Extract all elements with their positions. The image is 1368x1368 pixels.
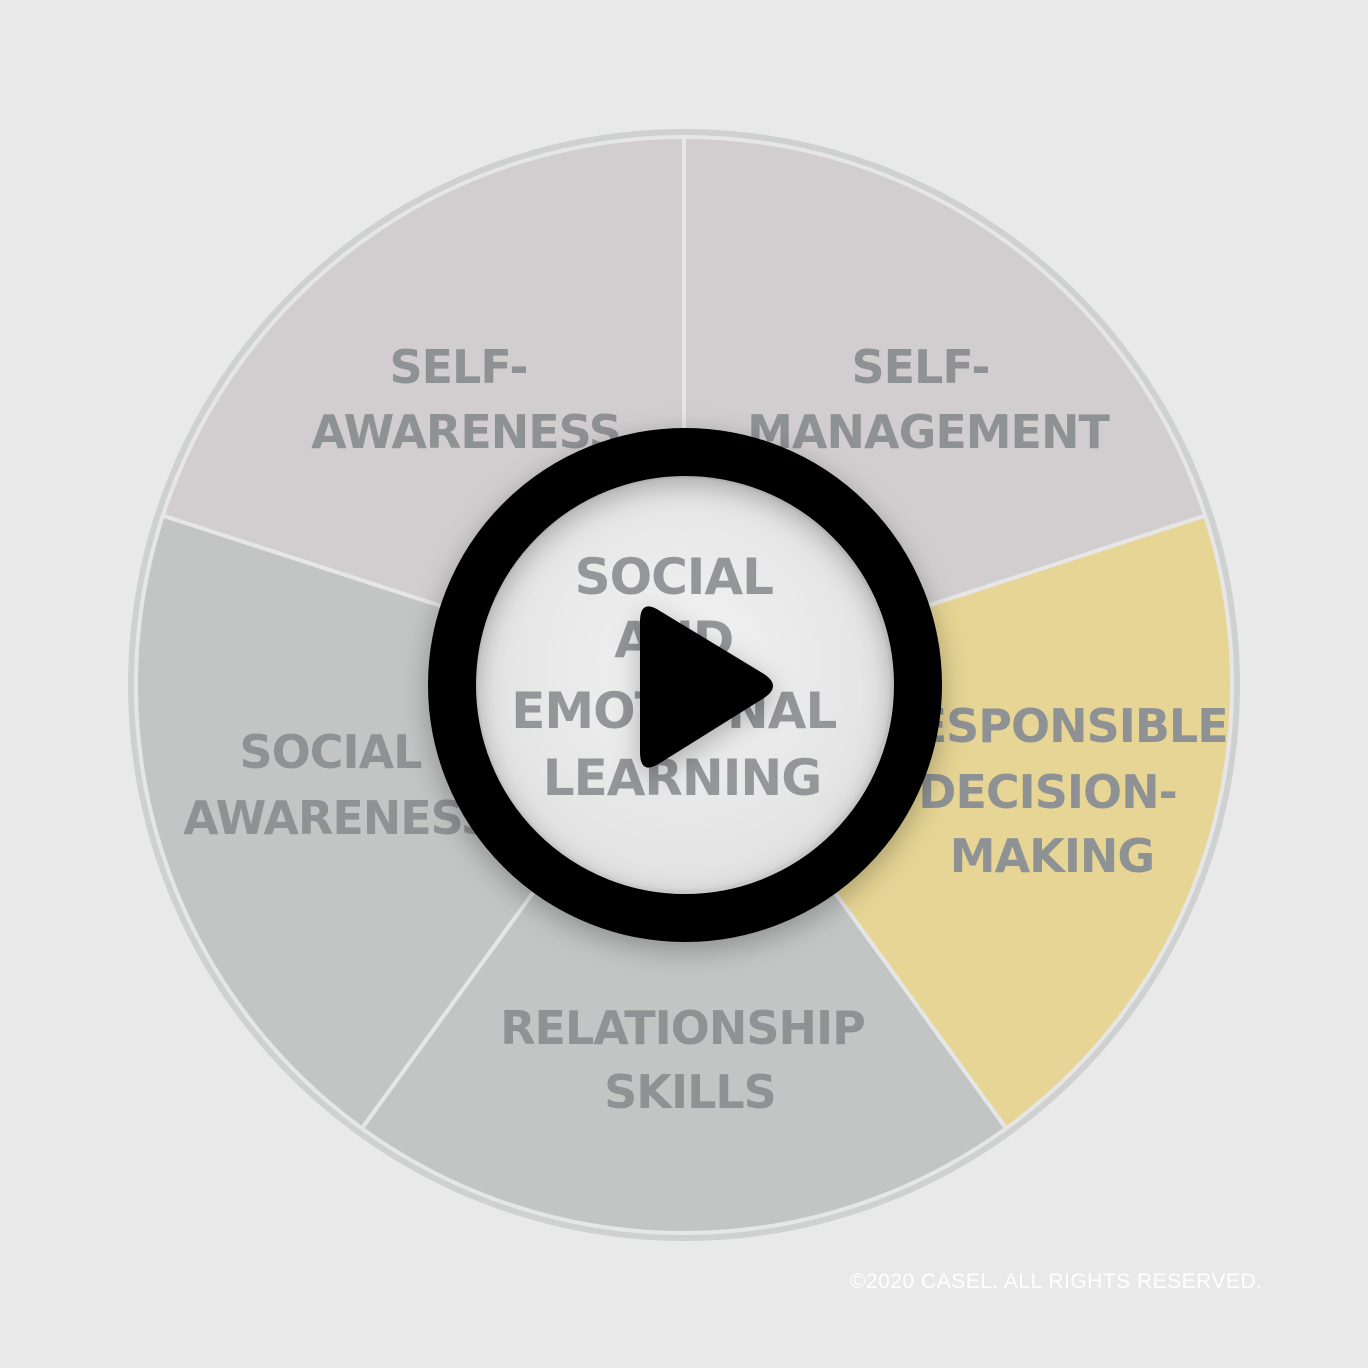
wheel-segments xyxy=(134,134,1235,1235)
segment-label-self-management: SELF- MANAGEMENT xyxy=(747,340,1110,459)
center-label: SOCIAL AND EMOTIONAL LEARNING xyxy=(511,548,852,807)
play-ring xyxy=(428,428,942,942)
segment-label-relationship-skills: RELATIONSHIP SKILLS xyxy=(500,1001,880,1119)
play-button[interactable] xyxy=(428,428,942,942)
play-button-hit-area[interactable] xyxy=(425,422,945,947)
copyright-text: ©2020 CASEL. ALL RIGHTS RESERVED. xyxy=(850,1270,1263,1293)
play-icon xyxy=(640,606,773,768)
segment-label-responsible-decision-making: RESPONSIBLE DECISION- MAKING xyxy=(881,699,1242,883)
segment-relationship-skills xyxy=(359,681,1009,1235)
segment-label-self-awareness: SELF- AWARENESS xyxy=(311,340,621,459)
segment-label-social-awareness: SOCIAL AWARENESS xyxy=(183,725,493,845)
